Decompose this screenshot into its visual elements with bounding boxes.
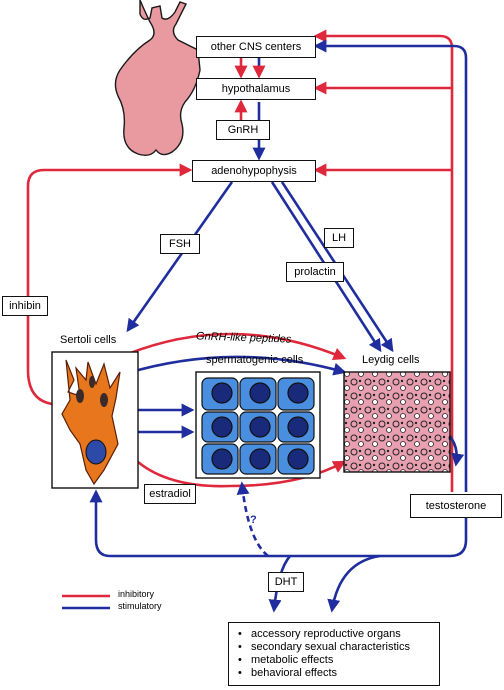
gnrh-box: GnRH — [216, 120, 270, 140]
effect-item: metabolic effects — [238, 654, 431, 667]
spermatogenic-cells-label: spermatogenic cells — [206, 354, 304, 366]
testosterone-box: testosterone — [410, 494, 502, 518]
leydig-tissue-illustration — [343, 371, 451, 473]
sertoli-cells-label: Sertoli cells — [60, 334, 117, 346]
inhibin-box: inhibin — [2, 296, 48, 316]
unknown-effect-label: ? — [250, 514, 257, 526]
spermatogenic-cell-illustration — [201, 377, 315, 475]
effects-box: accessory reproductive organs secondary … — [228, 622, 440, 686]
effect-item: secondary sexual characteristics — [238, 641, 431, 654]
leydig-cells-label: Leydig cells — [362, 354, 420, 366]
legend-inhibitory-label: inhibitory — [118, 589, 155, 599]
effect-item: accessory reproductive organs — [238, 628, 431, 641]
stimulatory-arrows — [89, 39, 468, 613]
legend-stimulatory-label: stimulatory — [118, 601, 162, 611]
pituitary-illustration — [114, 0, 201, 157]
lh-box: LH — [324, 228, 354, 248]
adenohypophysis-box: adenohypophysis — [192, 160, 316, 182]
effects-list: accessory reproductive organs secondary … — [237, 628, 431, 680]
hypothalamus-box: hypothalamus — [196, 78, 316, 100]
dht-box: DHT — [268, 572, 304, 592]
fsh-box: FSH — [160, 234, 200, 254]
estradiol-box: estradiol — [144, 484, 196, 504]
effect-item: behavioral effects — [238, 667, 431, 680]
other-cns-centers-box: other CNS centers — [196, 36, 316, 58]
unknown-feedback-arrow — [236, 481, 269, 558]
prolactin-box: prolactin — [286, 262, 344, 282]
